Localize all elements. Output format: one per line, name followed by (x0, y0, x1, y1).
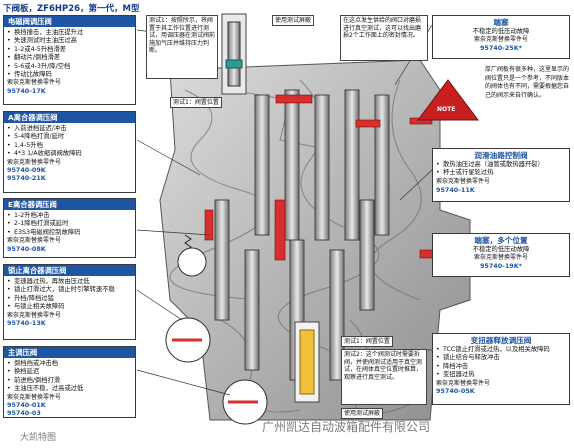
test-wear-label: 使用测试屏蔽 (272, 15, 315, 26)
watermark-right: 广州凯达自动波箱配件有限公司 (262, 420, 431, 434)
bullet: 5-4降档打滑/延时 (7, 133, 132, 142)
magnifier-circle (177, 247, 207, 277)
box-line: 不稳定的低压动故障 (472, 28, 530, 35)
part-number: 95740-19K* (479, 262, 523, 271)
bullet: 与锁止相关故障码 (7, 303, 132, 312)
bullet: 倒档挡或冲击档 (7, 360, 132, 369)
part-number: 95740-03 (7, 409, 41, 418)
lube-control-box: 润滑油路控制阀 散热油压过高（油管或散热器开裂） 杯士或行星轮过热 索奈克斯替换… (432, 148, 570, 202)
part-number: 95740-21K (7, 174, 46, 183)
spool-bore (244, 249, 260, 371)
bullet: 传动比故障码 (7, 71, 132, 80)
bullet: 1,4-5升档 (7, 142, 132, 151)
bullet: 前进档/倒档打滑 (7, 377, 132, 386)
box-line: 不稳定的低压动故障 (472, 246, 530, 253)
box-header: 锁止离合器调压阀 (4, 265, 135, 276)
box-header: 主调压阀 (4, 347, 135, 358)
bullet: TCC锁止打滑或过热，以及相关故障码 (436, 346, 566, 355)
bullet: 锁止打滑过大，锁止时引擎转速不稳 (7, 286, 132, 295)
end-plug-multi-box: 端塞，多个位置 不稳定的低压动故障 索奈克斯替换零件号 95740-19K* (432, 233, 570, 277)
bullet: 主油压不稳，过高或过低 (7, 385, 132, 394)
test2-instruction-callout: 测试2：这个阀测试时需要拆阀，并使阀测试适用于真空测试，在阀体真空位置时推算，观… (341, 349, 427, 405)
part-number: 95740-13K (7, 319, 46, 328)
bullet: 4*3 1/A收缩调阀故障码 (7, 150, 132, 159)
part-number: 95740-01K (7, 401, 46, 410)
highlight-valve (274, 199, 286, 261)
callout-text: 测试2：这个阀测试时需要拆阀，并使阀测试适用于真空测试，在阀体真空位置时推算，观… (344, 351, 423, 381)
box-header: 电磁阀调压阀 (4, 16, 135, 27)
bullet: 1-2或4-5升档滑差 (7, 46, 132, 55)
highlight-valve (275, 94, 313, 104)
spool-bore (214, 199, 230, 321)
spool-bore (329, 249, 345, 381)
bullet: 1-2升档冲击 (7, 212, 132, 221)
highlight-valve (204, 209, 214, 241)
part-label: 索奈克斯替换零件号 (7, 158, 62, 166)
bullet: E3S3电磁阀控制故障码 (7, 229, 132, 238)
bullet: 失速测试时主油压过高 (7, 37, 132, 46)
part-number: 95740-17K (7, 87, 46, 96)
box-header: E离合器调压阀 (4, 199, 135, 210)
spool-bore (344, 89, 360, 241)
bullet: 换挡撞击，主油压提升过 (7, 29, 132, 38)
warning-triangle-icon (417, 79, 479, 121)
solenoid-regulator-box: 电磁阀调压阀 换挡撞击，主油压提升过 失速测试时主油压过高 1-2或4-5升档滑… (3, 15, 136, 105)
bullet: 翻动片/倒档滑差 (7, 54, 132, 63)
a-clutch-box: A离合器调压阀 入前进档延迟/冲击 5-4降档打滑/延时 1,4-5升档 4*3… (3, 111, 136, 193)
bullet: 升档/降档过猛 (7, 295, 132, 304)
callout-text: 测试1：按照所示，将阀置于其工作位置进行测试，用调压器在测试阀前施加气压并维持压… (149, 17, 216, 55)
spool-bore (314, 94, 330, 241)
note-icon-label: NOTE (437, 106, 456, 113)
watermark-left: 大凯特图 (20, 433, 57, 443)
test1-position-label: 测试1：阀置位置 (170, 97, 222, 108)
bullet: 变速器过热，再故由压过低 (7, 278, 132, 287)
end-plug-box: 端塞 不稳定的低压动故障 索奈克斯替换零件号 95740-25K* (432, 15, 570, 59)
part-label: 索奈克斯替换零件号 (7, 237, 62, 245)
spool-bore (374, 94, 390, 236)
part-label: 索奈克斯替换零件号 (7, 311, 62, 319)
part-label: 索奈克斯替换零件号 (473, 36, 528, 44)
callout-text: 在这点发生供给的阀口对磨损进行真空测试，这可以找出磨损2个工作面上的密封情况。 (343, 17, 422, 40)
bullet: 换档延迟 (7, 368, 132, 377)
page-title: 下阀板，ZF6HP26，第一代，M型 (3, 4, 140, 14)
bullet: 入前进档延迟/冲击 (7, 125, 132, 134)
part-label: 索奈克斯替换零件号 (436, 379, 491, 387)
bullet: 锁止结合与释放冲击 (436, 354, 566, 363)
box-header: A离合器调压阀 (4, 112, 135, 123)
note-text: 厚厂阀板有很多种，这里显示的阀位置只是一个参考，不同版本的阀体也有不同，需要根据… (485, 66, 570, 99)
test1-position-label-bottom: 测试1：阀置位置 (341, 336, 393, 347)
test-wear-label-bottom: 使用测试屏蔽 (341, 408, 384, 419)
highlight-valve (355, 119, 381, 128)
bullet: 变扭器过热 (436, 371, 566, 380)
box-header: 端塞，多个位置 (474, 236, 528, 245)
part-label: 索奈克斯替换零件号 (436, 177, 491, 185)
bullet: 2-1降档打滑或延时 (7, 220, 132, 229)
part-label: 索奈克斯替换零件号 (473, 254, 528, 262)
box-header: 端塞 (493, 18, 509, 27)
bullet: 降档冲击 (436, 363, 566, 372)
part-label: 索奈克斯替换零件号 (7, 79, 62, 87)
bullet: 散热油压过高（油管或散热器开裂） (436, 161, 566, 170)
main-regulator-box: 主调压阀 倒档挡或冲击档 换档延迟 前进档/倒档打滑 主油压不稳，过高或过低 索… (3, 346, 136, 418)
box-header: 润滑油路控制阀 (474, 151, 528, 160)
part-number: 95740-09K (7, 166, 46, 175)
lockup-clutch-box: 锁止离合器调压阀 变速器过热，再故由压过低 锁止打滑过大，锁止时引擎转速不稳 升… (3, 264, 136, 340)
part-number: 95740-05K (436, 387, 475, 396)
bullet: 杯士或行星轮过热 (436, 169, 566, 178)
bullet: 5-6或4-3升/降/空档 (7, 63, 132, 72)
converter-relief-box: 变扭器释放调压阀 TCC锁止打滑或过热，以及相关故障码 锁止结合与释放冲击 降档… (432, 333, 570, 405)
box-header: 变扭器释放调压阀 (470, 336, 532, 345)
note-box: 厚厂阀板有很多种，这里显示的阀位置只是一个参考，不同版本的阀体也有不同，需要根据… (485, 66, 570, 128)
test1-instruction-callout: 测试1：按照所示，将阀置于其工作位置进行测试，用调压器在测试阀前施加气压并维持压… (146, 15, 218, 79)
part-number: 95740-08K (7, 245, 46, 254)
spool-bore (284, 89, 300, 241)
wear-explanation-callout: 在这点发生供给的阀口对磨损进行真空测试，这可以找出磨损2个工作面上的密封情况。 (340, 15, 428, 61)
part-number: 95740-11K (436, 185, 475, 194)
spool-bore (254, 94, 270, 236)
part-number: 95740-25K* (479, 44, 523, 53)
spool-bore (359, 199, 375, 311)
part-label: 索奈克斯替换零件号 (7, 393, 62, 401)
e-clutch-box: E离合器调压阀 1-2升档冲击 2-1降档打滑或延时 E3S3电磁阀控制故障码 … (3, 198, 136, 258)
